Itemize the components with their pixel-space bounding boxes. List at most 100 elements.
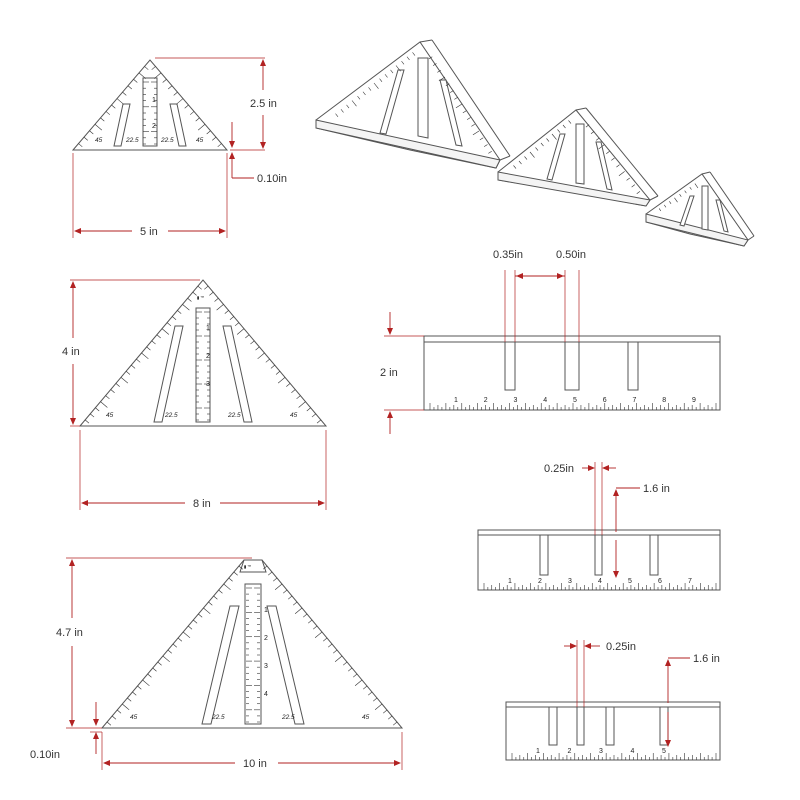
medium-scale-number: 2 bbox=[206, 353, 210, 360]
ruler-tick bbox=[540, 142, 544, 147]
ruler-tick bbox=[152, 667, 157, 672]
ruler-tick bbox=[105, 111, 110, 115]
large-width-label: 10 in bbox=[243, 758, 267, 770]
ruler-tick bbox=[562, 124, 566, 129]
ruler-tick bbox=[192, 291, 197, 296]
ruler-tick bbox=[204, 285, 209, 290]
ruler-tick bbox=[193, 619, 198, 624]
ruler-tick bbox=[198, 613, 203, 618]
ruler-tick bbox=[455, 103, 463, 109]
ruler-tick bbox=[286, 383, 291, 387]
ruler-tick bbox=[307, 619, 313, 624]
large-height-dimension bbox=[66, 557, 252, 729]
ruler-tick bbox=[437, 69, 441, 73]
ruler-tick bbox=[291, 389, 296, 393]
ruler-number: 3 bbox=[514, 397, 518, 404]
large-angle-label: 22.5 bbox=[211, 714, 225, 721]
ruler-tick bbox=[122, 703, 130, 711]
isometric-medium-ticks bbox=[513, 120, 572, 169]
ruler-number: 3 bbox=[568, 578, 572, 585]
ruler-tick bbox=[216, 304, 224, 311]
side-medium-fin-dimension bbox=[613, 487, 640, 578]
ruler-tick bbox=[156, 334, 161, 339]
ruler-number: 5 bbox=[662, 748, 666, 755]
ruler-tick bbox=[203, 607, 211, 615]
ruler-tick bbox=[379, 78, 383, 82]
ruler-tick bbox=[111, 104, 116, 109]
ruler-tick bbox=[387, 715, 393, 720]
small-height-dimension bbox=[155, 57, 266, 151]
ruler-tick bbox=[257, 352, 265, 360]
ruler-number: 8 bbox=[662, 397, 666, 404]
ruler-tick bbox=[372, 697, 378, 702]
ruler-tick bbox=[95, 407, 100, 412]
ruler-number: 2 bbox=[538, 578, 542, 585]
ruler-tick bbox=[117, 709, 122, 714]
large-scale-number: 4 bbox=[264, 691, 268, 698]
side-medium-slot-width-label: 0.25in bbox=[544, 463, 574, 475]
side-small-fin-dimension bbox=[665, 657, 690, 747]
small-angle-label: 45 bbox=[196, 137, 204, 144]
large-width-dimension bbox=[101, 732, 403, 770]
large-square-right-ticks bbox=[262, 565, 398, 726]
ruler-tick bbox=[342, 661, 348, 666]
ruler-tick bbox=[585, 124, 590, 128]
ruler-tick bbox=[106, 721, 112, 726]
ruler-tick bbox=[590, 131, 595, 134]
ruler-tick bbox=[182, 304, 190, 311]
ruler-tick bbox=[445, 83, 450, 87]
ruler-tick bbox=[228, 577, 233, 582]
ruler-tick bbox=[347, 667, 353, 672]
ruler-tick bbox=[524, 156, 528, 160]
large-height-label: 4.7 in bbox=[56, 627, 83, 639]
ruler-tick bbox=[513, 165, 517, 169]
ruler-tick bbox=[111, 715, 117, 720]
ruler-tick bbox=[551, 133, 557, 140]
small-square-right-ticks bbox=[151, 66, 222, 148]
ruler-tick bbox=[296, 395, 301, 400]
small-square-outline bbox=[71, 59, 229, 151]
ruler-tick bbox=[127, 85, 132, 90]
small-height-label: 2.5 in bbox=[250, 98, 277, 110]
ruler-tick bbox=[595, 137, 600, 141]
ruler-tick bbox=[115, 383, 120, 387]
ruler-tick bbox=[689, 186, 692, 190]
ruler-number: 4 bbox=[543, 397, 547, 404]
ruler-tick bbox=[213, 595, 218, 600]
ruler-tick bbox=[287, 595, 293, 600]
large-angle-label: 45 bbox=[130, 714, 138, 721]
ruler-tick bbox=[151, 340, 156, 345]
ruler-number: 5 bbox=[628, 578, 632, 585]
ruler-tick bbox=[679, 194, 682, 197]
ruler-tick bbox=[120, 377, 129, 384]
large-angle-label: 45 bbox=[362, 714, 370, 721]
ruler-tick bbox=[133, 79, 138, 83]
ruler-tick bbox=[658, 208, 662, 212]
medium-square-right-ticks bbox=[204, 285, 322, 424]
ruler-tick bbox=[151, 66, 156, 70]
ruler-tick bbox=[471, 123, 475, 127]
ruler-tick bbox=[311, 413, 316, 418]
medium-square-outline bbox=[78, 279, 328, 427]
medium-width-label: 8 in bbox=[193, 498, 211, 510]
medium-width-dimension bbox=[79, 430, 327, 510]
ruler-tick bbox=[432, 63, 437, 66]
small-thickness-label: 0.10in bbox=[257, 173, 287, 185]
ruler-tick bbox=[306, 407, 311, 412]
ruler-tick bbox=[384, 74, 388, 78]
small-scale-number: 2 bbox=[152, 123, 156, 130]
ruler-tick bbox=[674, 197, 678, 203]
ruler-tick bbox=[598, 144, 605, 150]
medium-angle-label: 22.5 bbox=[164, 412, 178, 419]
ruler-tick bbox=[78, 143, 83, 148]
ruler-tick bbox=[146, 346, 151, 351]
ruler-tick bbox=[352, 673, 358, 678]
large-scale-number: 3 bbox=[264, 663, 268, 670]
ruler-tick bbox=[518, 160, 522, 165]
side-large-height-label: 2 in bbox=[380, 367, 398, 379]
large-scale-number: 2 bbox=[264, 635, 268, 642]
ruler-tick bbox=[616, 164, 620, 168]
ruler-tick bbox=[428, 56, 433, 60]
